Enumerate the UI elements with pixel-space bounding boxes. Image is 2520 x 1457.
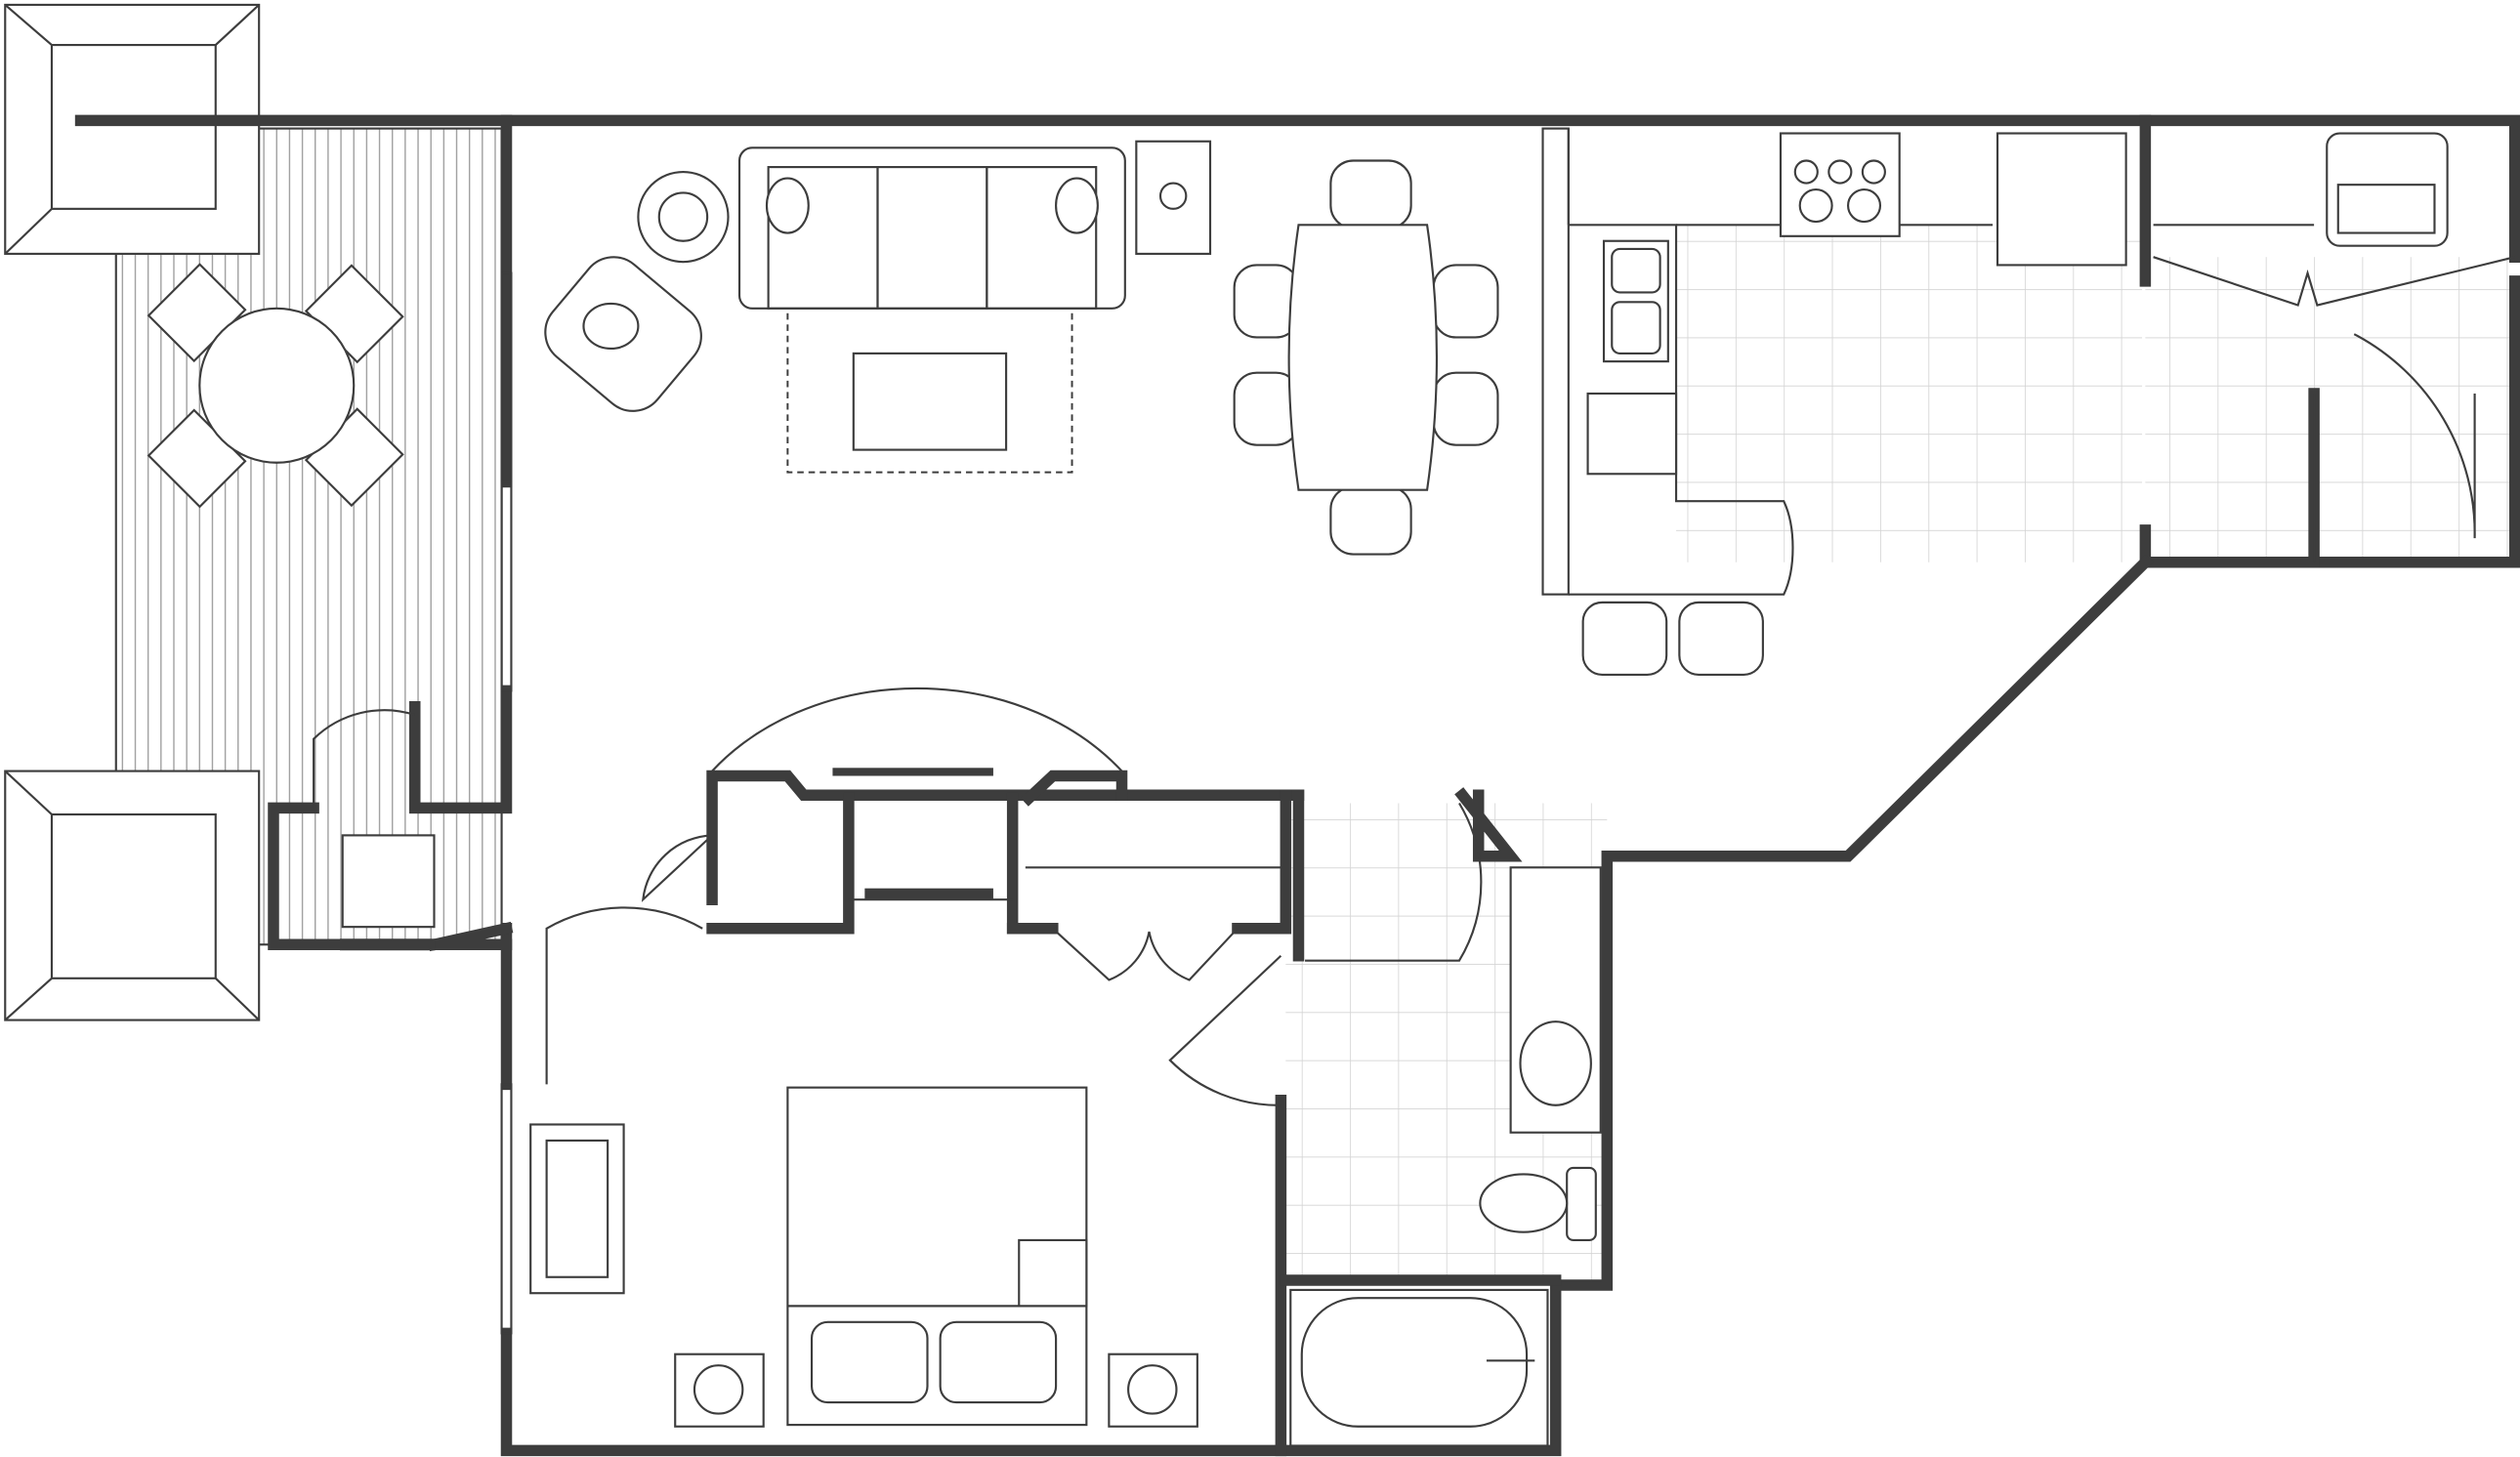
end-table [1135,140,1212,255]
bathroom-sink [1519,1020,1592,1106]
partition [1541,127,1570,596]
bed [786,1086,1088,1427]
stove [1779,132,1901,237]
dining-table [1287,224,1438,491]
bar-stool [1678,601,1764,676]
refrigerator [1995,132,2127,267]
side-table-lamp [637,170,730,264]
bar-stool [1581,601,1668,676]
shelf [864,888,993,900]
bathtub [1289,1288,1549,1447]
dishwasher [1586,392,1678,476]
kitchen [1541,127,2449,676]
living-room [544,140,1499,556]
planter-bottom [4,770,261,1021]
doors [313,256,2515,1106]
tv [832,768,993,776]
sofa [737,146,1126,310]
kitchen-floor [1676,225,2143,562]
patio-table-set [147,263,404,509]
windows [340,271,513,1335]
walls [74,114,2520,1457]
vanity [1509,866,1602,1134]
armchair [544,256,702,412]
patio-table [198,307,356,464]
balcony [4,3,503,1021]
storage-unit [341,834,436,929]
toilet [1479,1166,1597,1241]
washer-dryer [2326,132,2449,247]
entry-floor [2145,257,2515,562]
bathroom [1289,866,1602,1447]
coffee-table [852,352,1008,451]
dresser [529,1123,625,1295]
bedroom [529,768,1281,1428]
dining-set [1233,159,1499,556]
planter-top [4,3,261,255]
kitchen-sink [1602,239,1669,363]
